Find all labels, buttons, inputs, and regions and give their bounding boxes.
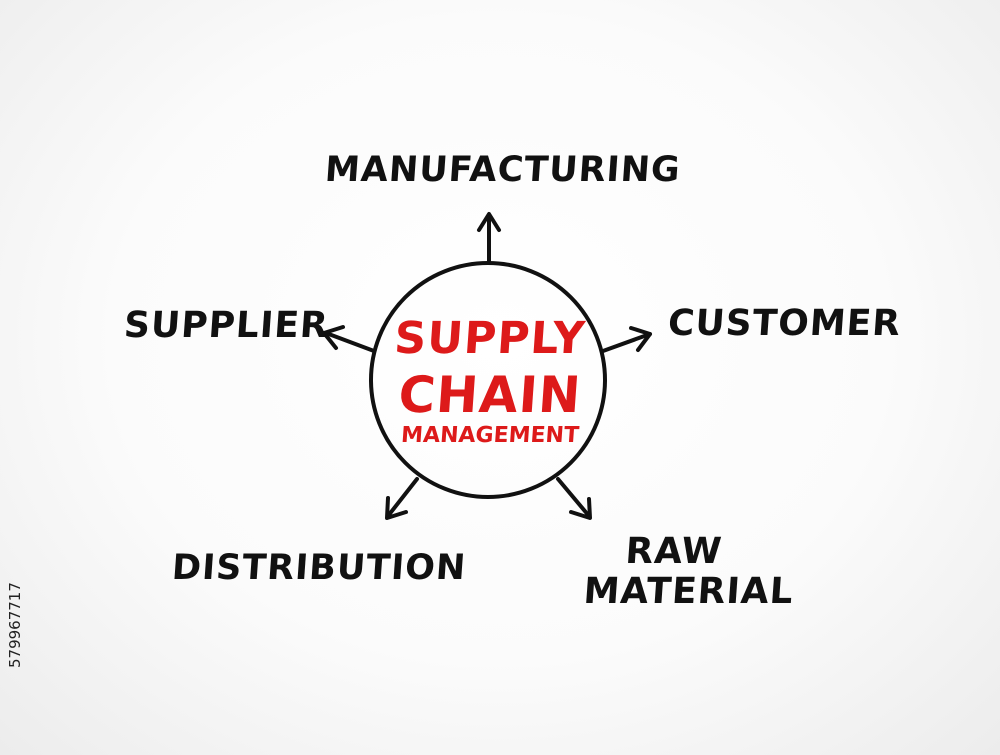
- arrow-down-left: [385, 477, 419, 520]
- stock-image-id: 579967717: [6, 582, 24, 668]
- node-label-manufacturing: MANUFACTURING: [323, 150, 683, 190]
- center-title-line-1: SUPPLY: [392, 313, 588, 364]
- node-label-customer: CUSTOMER: [666, 303, 903, 344]
- arrow-up: [477, 212, 501, 265]
- arrow-left: [322, 325, 376, 353]
- arrow-right: [601, 326, 652, 353]
- node-label-distribution: DISTRIBUTION: [170, 548, 468, 588]
- center-subtitle: MANAGEMENT: [400, 423, 580, 448]
- arrow-down-right: [556, 477, 592, 520]
- node-label-raw-material: RAW MATERIAL: [582, 531, 796, 612]
- node-label-supplier: SUPPLIER: [122, 305, 331, 346]
- center-title-line-2: CHAIN: [396, 366, 584, 424]
